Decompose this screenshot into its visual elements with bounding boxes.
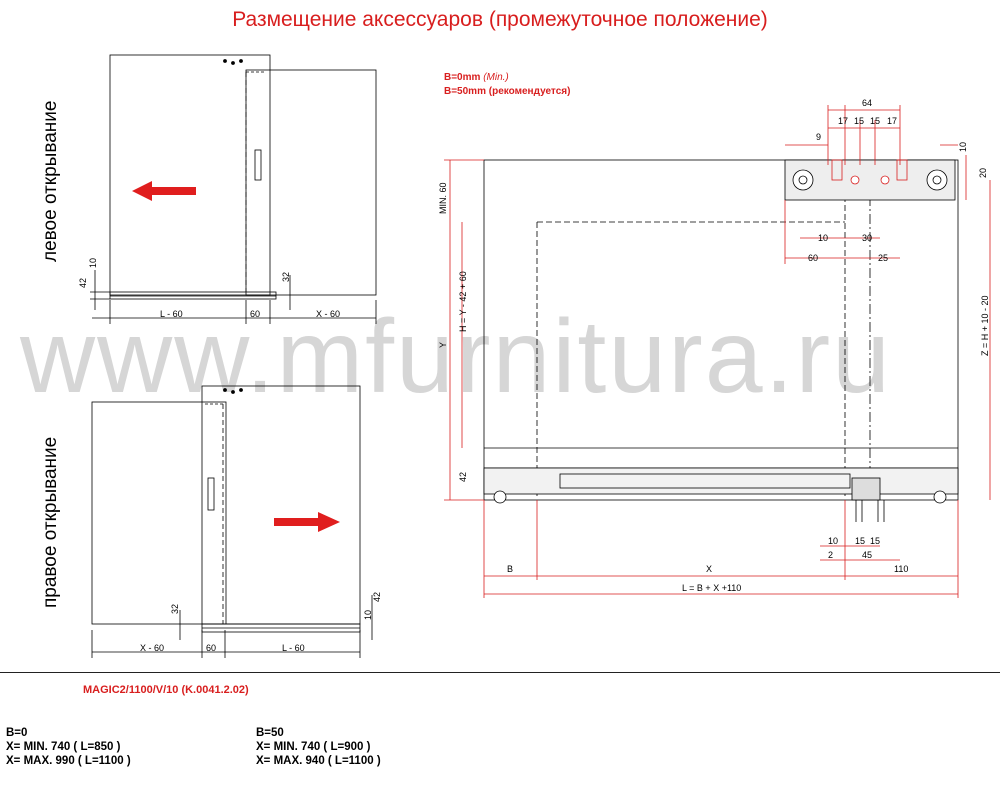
- dim-b10: 10: [828, 536, 838, 546]
- dim-20: 20: [978, 168, 988, 178]
- right-door-handle: [207, 477, 215, 511]
- left-cabinet-outline: [245, 69, 377, 296]
- spec-b50: B=50 X= MIN. 740 ( L=900 ) X= MAX. 940 (…: [256, 726, 381, 768]
- dim-top-l60: L - 60: [160, 309, 183, 319]
- dim-z: Z = H + 10 - 20: [980, 295, 990, 356]
- dim-17a: 17: [838, 116, 848, 126]
- right-cabinet-outline: [91, 401, 227, 625]
- dim-15b: 15: [870, 116, 880, 126]
- dim-9: 9: [816, 132, 821, 142]
- dim-bottom-60: 60: [206, 643, 216, 653]
- left-rail: [109, 291, 277, 300]
- dim-17b: 17: [887, 116, 897, 126]
- spec-b50-max: X= MAX. 940 ( L=1100 ): [256, 755, 381, 767]
- dim-15a: 15: [854, 116, 864, 126]
- dim-25: 25: [878, 253, 888, 263]
- note-b50: B=50mm (рекомендуется): [444, 86, 571, 97]
- dim-64: 64: [862, 98, 872, 108]
- dim-top-x60: X - 60: [316, 309, 340, 319]
- dim-top-10: 10: [88, 258, 98, 268]
- dim-bottom-l60: L - 60: [282, 643, 305, 653]
- note-b0: B=0mm (Min.): [444, 72, 509, 83]
- dim-h: H = Y - 42 + 60: [458, 271, 468, 332]
- divider: [0, 672, 1000, 673]
- right-opening-drawing: [91, 385, 373, 658]
- bottom-guide: [851, 477, 881, 501]
- dim-10: 10: [818, 233, 828, 243]
- dim-42: 42: [458, 472, 468, 482]
- dim-y: Y: [438, 342, 448, 348]
- dim-bottom-10: 10: [363, 610, 373, 620]
- left-opening-drawing: [90, 54, 377, 324]
- dim-min60: MIN. 60: [438, 182, 448, 214]
- dim-X: X: [706, 564, 712, 574]
- spec-b50-min: X= MIN. 740 ( L=900 ): [256, 741, 371, 753]
- dim-30: 30: [862, 233, 872, 243]
- dim-top-32: 32: [281, 272, 291, 282]
- dim-top-60: 60: [250, 309, 260, 319]
- spec-b0-min: X= MIN. 740 ( L=850 ): [6, 741, 121, 753]
- dim-b15a: 15: [855, 536, 865, 546]
- arrow-left-icon: [132, 181, 196, 201]
- spec-b50-title: B=50: [256, 727, 284, 739]
- dim-bottom-42: 42: [372, 592, 382, 602]
- page-title: Размещение аксессуаров (промежуточное по…: [232, 8, 768, 31]
- cabinet-frame: [483, 159, 959, 501]
- dim-top-42: 42: [78, 278, 88, 288]
- dim-bottom-x60: X - 60: [140, 643, 164, 653]
- bottom-rail: [483, 467, 959, 495]
- dim-b2: 2: [828, 550, 833, 560]
- arrow-right-icon: [274, 512, 340, 532]
- dim-b45: 45: [862, 550, 872, 560]
- dim-110: 110: [894, 564, 908, 574]
- left-door-panel: [109, 54, 271, 296]
- dim-bottom-32: 32: [170, 604, 180, 614]
- spec-b0: B=0 X= MIN. 740 ( L=850 ) X= MAX. 990 ( …: [6, 726, 131, 768]
- spec-b0-title: B=0: [6, 727, 28, 739]
- dim-B: B: [507, 564, 513, 574]
- dim-b15b: 15: [870, 536, 880, 546]
- left-door-handle: [254, 149, 262, 181]
- dim-L: L = B + X +110: [682, 583, 741, 593]
- dim-60: 60: [808, 253, 818, 263]
- dim-10-right: 10: [958, 142, 968, 152]
- main-section-drawing: [444, 105, 991, 598]
- spec-b0-max: X= MAX. 990 ( L=1100 ): [6, 755, 131, 767]
- model-code: MAGIC2/1100/V/10 (K.0041.2.02): [83, 684, 249, 696]
